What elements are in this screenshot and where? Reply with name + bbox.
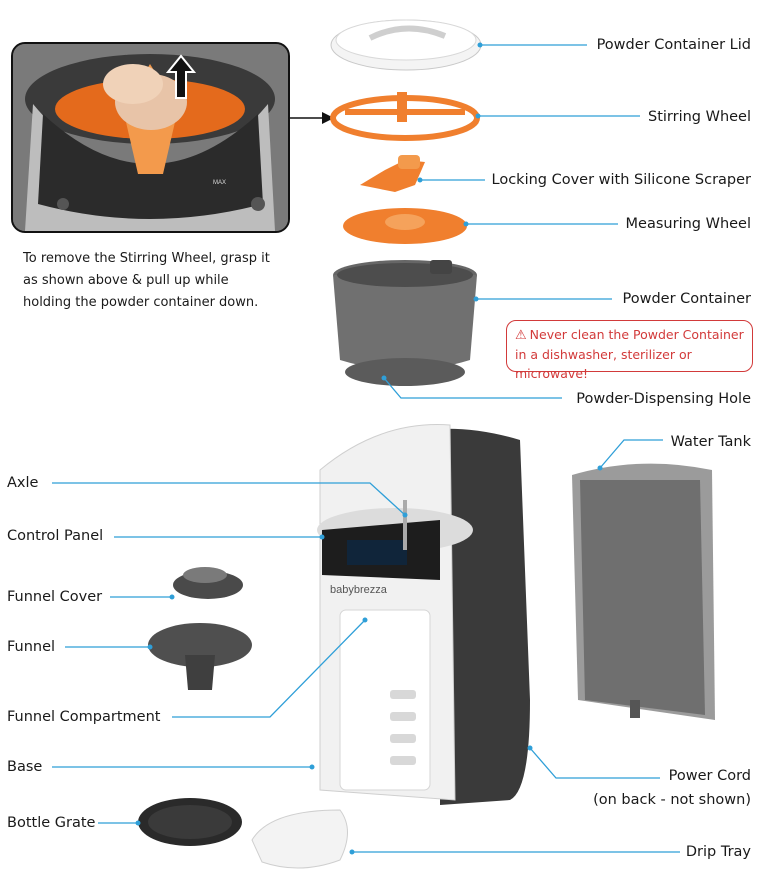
powder-container: [333, 260, 477, 386]
warning-line-1: Never clean the Powder Container: [529, 327, 744, 342]
label-bottle-grate: Bottle Grate: [7, 815, 96, 831]
bottle-grate: [138, 798, 242, 846]
powder-container-lid: [330, 19, 482, 71]
label-locking-cover: Locking Cover with Silicone Scraper: [491, 172, 752, 188]
label-axle: Axle: [7, 475, 39, 491]
instruction-line-3: holding the powder container down.: [23, 295, 259, 310]
label-power-cord: Power Cord: [668, 768, 751, 784]
funnel-cover: [173, 567, 243, 599]
brand-logo: babybrezza: [330, 584, 388, 596]
label-powder-container-lid: Powder Container Lid: [596, 37, 751, 53]
warning-icon: ⚠: [515, 328, 527, 343]
label-drip-tray: Drip Tray: [685, 844, 751, 860]
warning-box: ⚠Never clean the Powder Container in a d…: [506, 320, 753, 381]
svg-text:MAX: MAX: [213, 180, 226, 186]
callout-lines: [52, 44, 680, 853]
label-funnel-compartment: Funnel Compartment: [7, 709, 161, 725]
formula-machine: babybrezza: [317, 424, 530, 805]
instruction-line-2: as shown above & pull up while: [23, 273, 229, 288]
label-water-tank: Water Tank: [670, 434, 751, 450]
label-powder-dispensing-hole: Powder-Dispensing Hole: [576, 391, 751, 407]
locking-cover: [360, 155, 425, 192]
instruction-line-1: To remove the Stirring Wheel, grasp it: [23, 251, 270, 266]
measuring-wheel: [343, 208, 467, 244]
up-arrow-icon: [166, 54, 196, 99]
drip-tray: [251, 809, 348, 869]
label-stirring-wheel: Stirring Wheel: [647, 109, 751, 125]
label-control-panel: Control Panel: [7, 528, 104, 544]
label-power-cord-note: (on back - not shown): [593, 792, 751, 808]
instruction-text: To remove the Stirring Wheel, grasp it a…: [23, 248, 293, 314]
label-powder-container: Powder Container: [622, 291, 751, 307]
water-tank: [572, 463, 715, 720]
warning-line-2: in a dishwasher, sterilizer or microwave…: [515, 347, 692, 381]
stirring-wheel: [330, 92, 480, 141]
inset-photo: MAX: [11, 42, 290, 233]
label-funnel: Funnel: [7, 639, 56, 655]
label-funnel-cover: Funnel Cover: [7, 589, 103, 605]
funnel: [148, 623, 252, 690]
label-measuring-wheel: Measuring Wheel: [625, 216, 751, 232]
label-base: Base: [7, 759, 43, 775]
callout-dots: [135, 42, 603, 855]
